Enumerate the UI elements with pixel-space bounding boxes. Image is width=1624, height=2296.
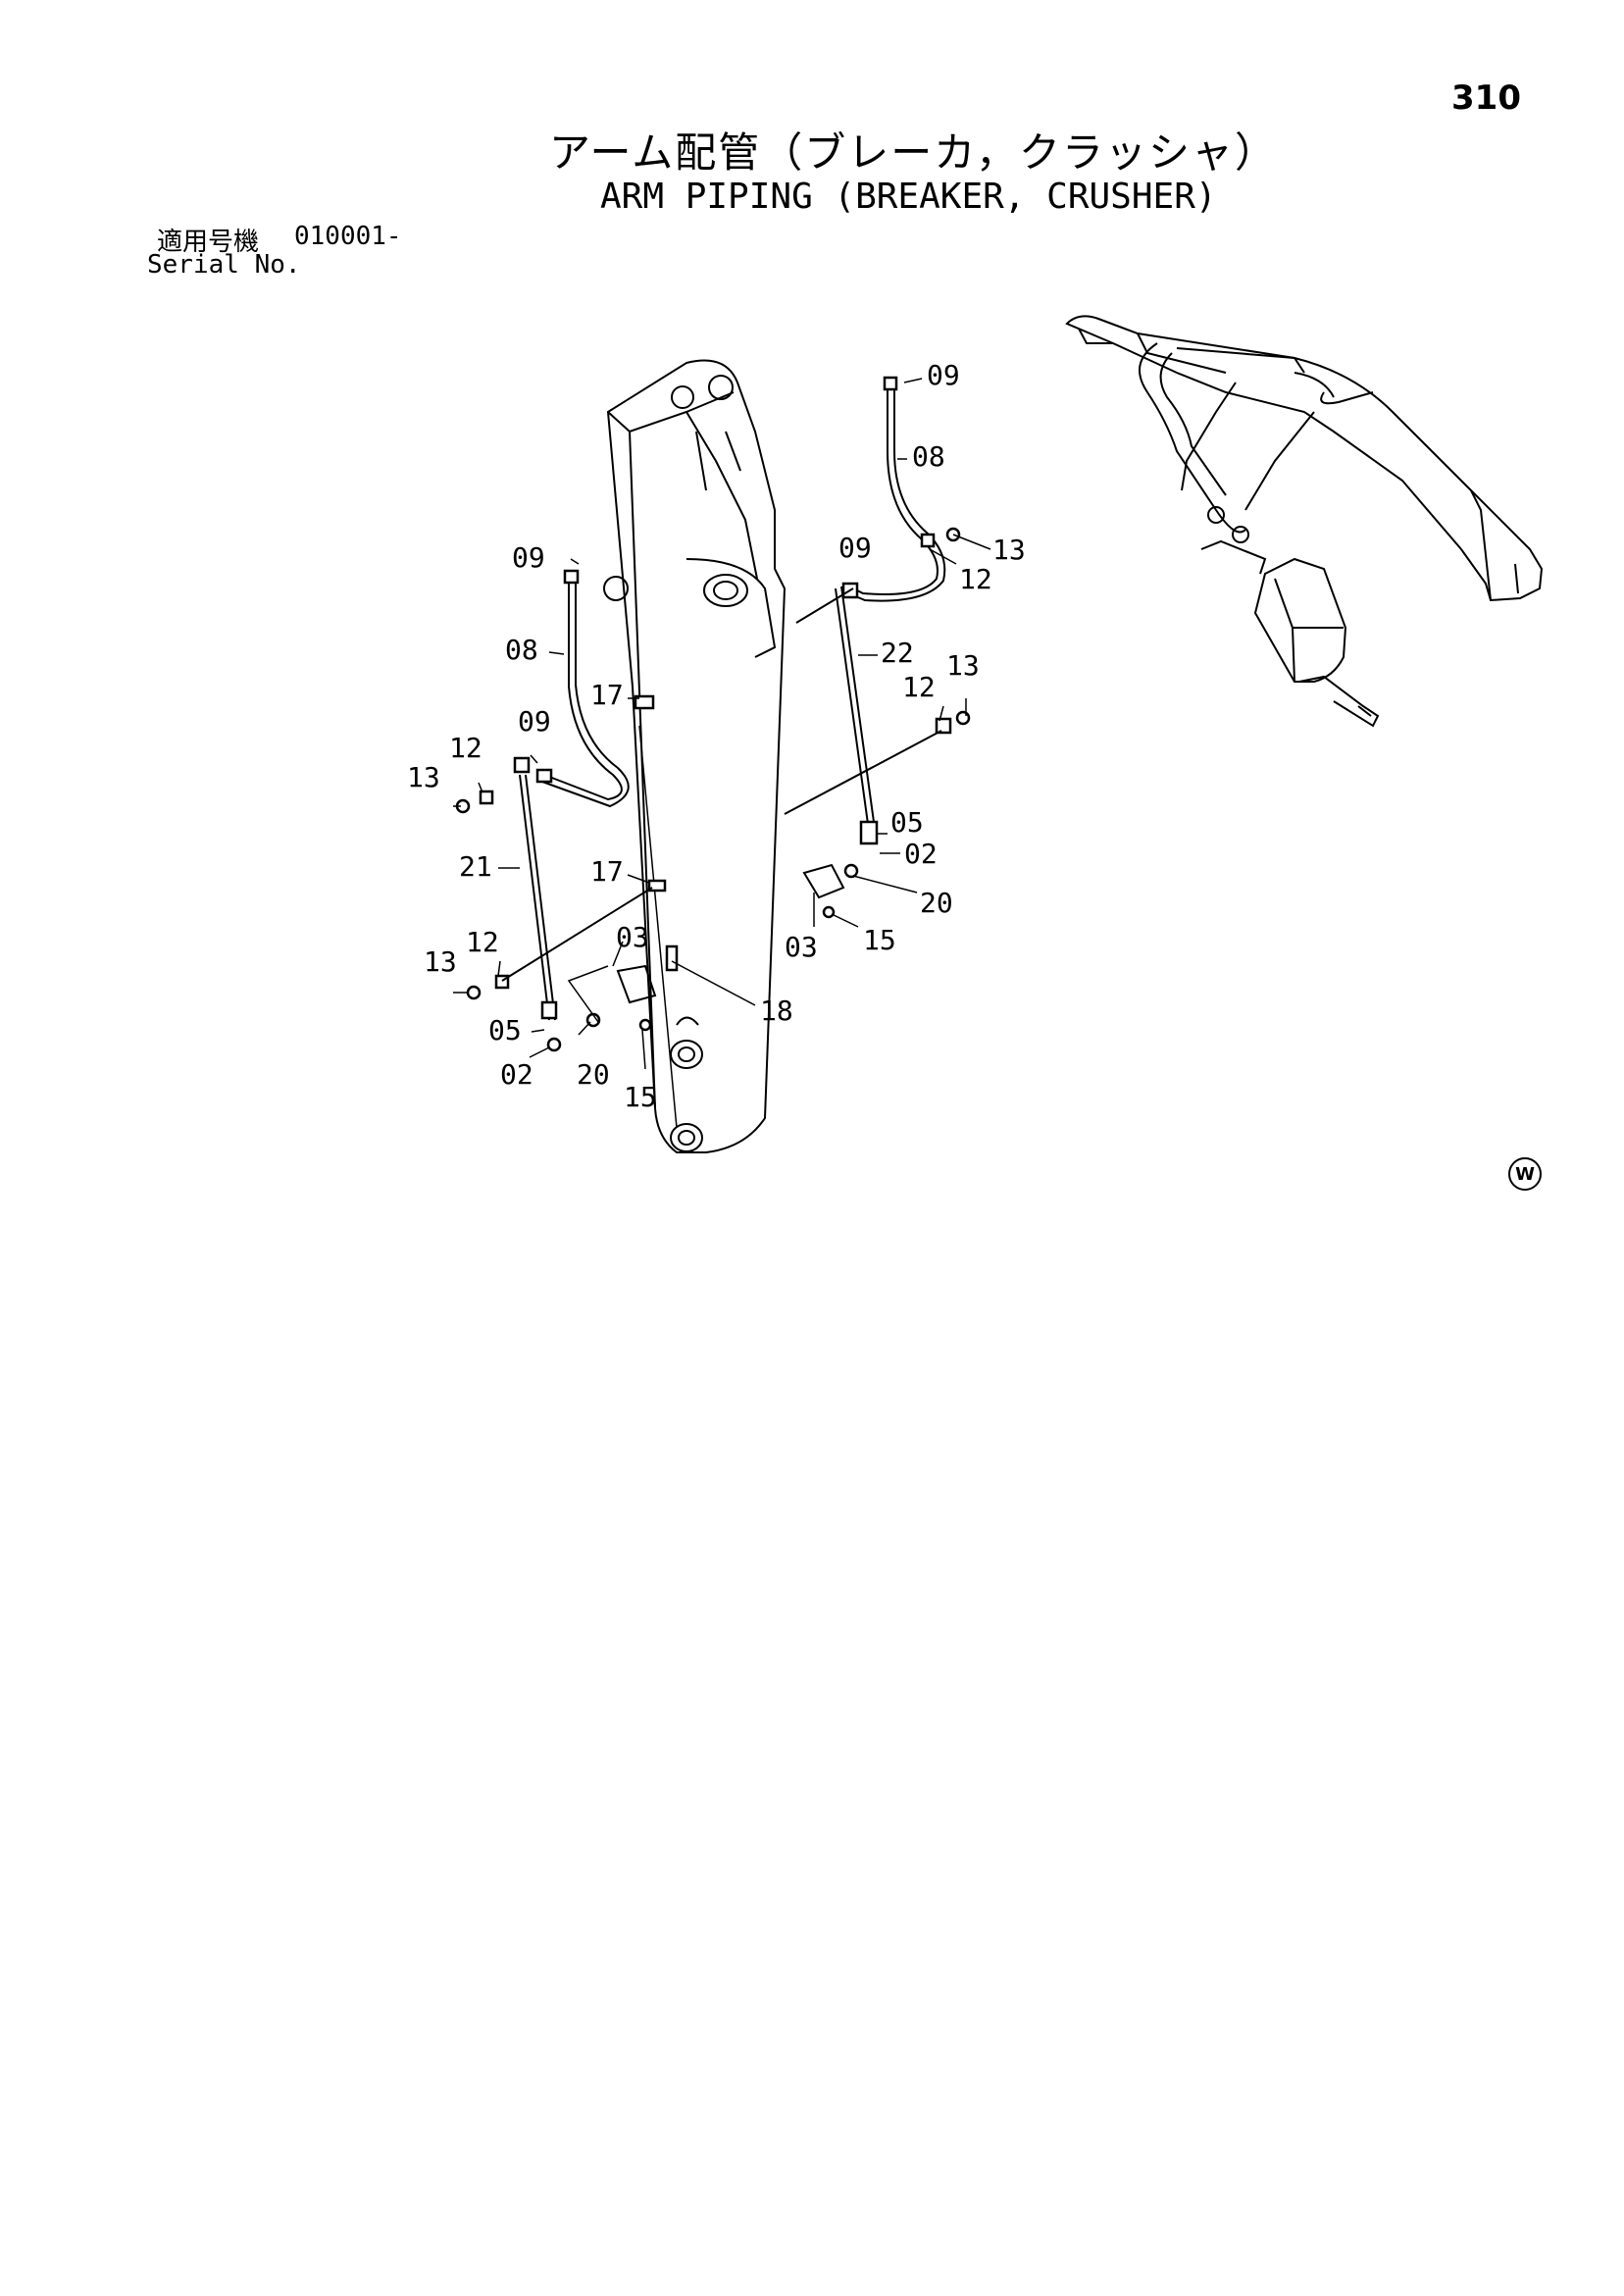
leader-lines (453, 378, 991, 1070)
label-22: 22 (881, 637, 914, 669)
right-piping (784, 376, 971, 919)
watermark-w-icon: W (1508, 1157, 1542, 1191)
part-labels: 09 08 09 13 12 22 12 13 05 02 20 03 15 1… (407, 359, 1026, 1113)
label-17-mid: 17 (590, 855, 624, 888)
label-02-right: 02 (904, 838, 938, 870)
title-english: ARM PIPING (BREAKER, CRUSHER) (600, 177, 1217, 217)
label-09-top: 09 (927, 359, 960, 391)
label-03-right: 03 (785, 931, 818, 963)
label-21: 21 (459, 850, 492, 883)
label-08-left: 08 (505, 634, 538, 666)
label-05-left: 05 (488, 1014, 522, 1046)
label-13-left: 13 (407, 761, 440, 793)
serial-value: 010001- (294, 222, 402, 251)
title-japanese: アーム配管（ブレーカ，クラッシャ） (549, 128, 1278, 177)
label-13-left-2: 13 (424, 945, 457, 978)
label-12-left-2: 12 (466, 926, 499, 958)
arm-body (603, 359, 787, 1153)
serial-label-english: Serial No. (147, 250, 301, 280)
label-05-right: 05 (890, 806, 924, 839)
label-15-left: 15 (624, 1081, 657, 1113)
left-piping (455, 569, 679, 1052)
label-17-top: 17 (590, 679, 624, 711)
label-13-right-2: 13 (946, 649, 980, 682)
label-09-left-2: 09 (518, 705, 551, 738)
label-18: 18 (760, 995, 793, 1027)
label-12-left: 12 (449, 732, 482, 764)
label-20-left: 20 (577, 1058, 610, 1091)
label-03-left: 03 (616, 921, 649, 953)
label-13-right: 13 (992, 534, 1026, 566)
label-08-right: 08 (912, 440, 945, 473)
page-number: 310 (1451, 78, 1521, 118)
label-09-mid: 09 (838, 532, 872, 564)
label-09-left: 09 (512, 541, 545, 574)
label-20-right: 20 (920, 887, 953, 919)
serial-label-japanese: 適用号機 (157, 228, 260, 257)
inset-arm-breaker-overview (1065, 315, 1544, 728)
label-12-right: 12 (959, 563, 992, 595)
label-12-right-2: 12 (902, 671, 936, 703)
label-15-right: 15 (863, 924, 896, 956)
label-02-left: 02 (500, 1058, 533, 1091)
